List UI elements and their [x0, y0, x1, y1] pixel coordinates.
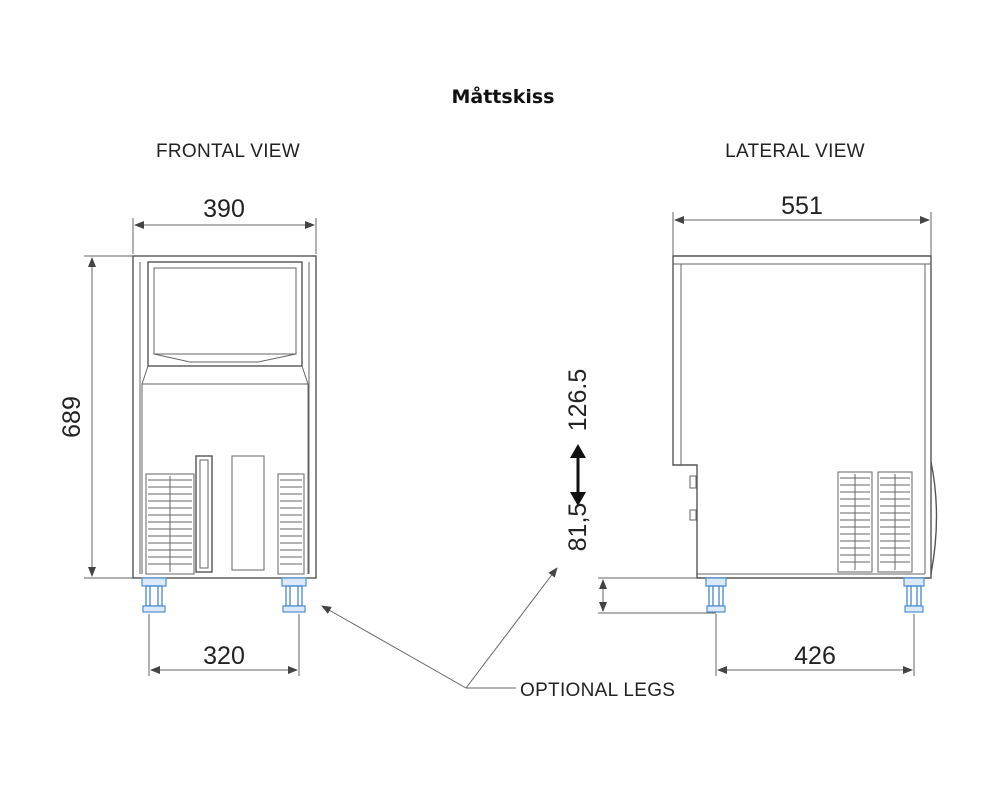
front-left-leg: [141, 577, 167, 613]
frontal-view: 390 689: [58, 195, 317, 676]
leg-height-max-label: 126.5: [564, 369, 592, 432]
optional-legs-annotation: OPTIONAL LEGS: [321, 567, 675, 701]
side-rear-leg: [903, 577, 925, 613]
front-legs: [141, 577, 307, 613]
leg-height-min-label: 81,5: [564, 503, 592, 552]
optional-legs-label: OPTIONAL LEGS: [520, 680, 675, 701]
lateral-view: 551: [564, 192, 938, 676]
side-leg-spacing-label: 426: [794, 642, 836, 670]
front-cabinet: [132, 255, 317, 579]
front-height-dimension: 689: [58, 255, 133, 579]
side-left-vent: [837, 471, 873, 573]
front-height-label: 689: [58, 396, 86, 438]
side-legs: [705, 577, 925, 613]
page-title: Måttskiss: [452, 84, 555, 108]
front-right-vent: [277, 473, 305, 575]
front-width-dimension: 390: [132, 195, 317, 254]
side-depth-dimension: 551: [672, 192, 932, 256]
leg-height-dimension: 126.5 81,5: [564, 369, 716, 614]
side-cabinet: [672, 255, 938, 579]
side-leg-spacing-dimension: 426: [715, 614, 915, 676]
side-front-leg: [705, 577, 727, 613]
front-leg-spacing-label: 320: [203, 642, 245, 670]
front-left-vent: [145, 473, 195, 575]
front-right-leg: [281, 577, 307, 613]
lateral-view-label: LATERAL VIEW: [725, 141, 865, 162]
side-right-vent: [877, 471, 913, 573]
side-depth-label: 551: [781, 192, 823, 220]
front-leg-spacing-dimension: 320: [148, 614, 300, 676]
front-width-label: 390: [203, 195, 245, 223]
frontal-view-label: FRONTAL VIEW: [156, 141, 300, 162]
